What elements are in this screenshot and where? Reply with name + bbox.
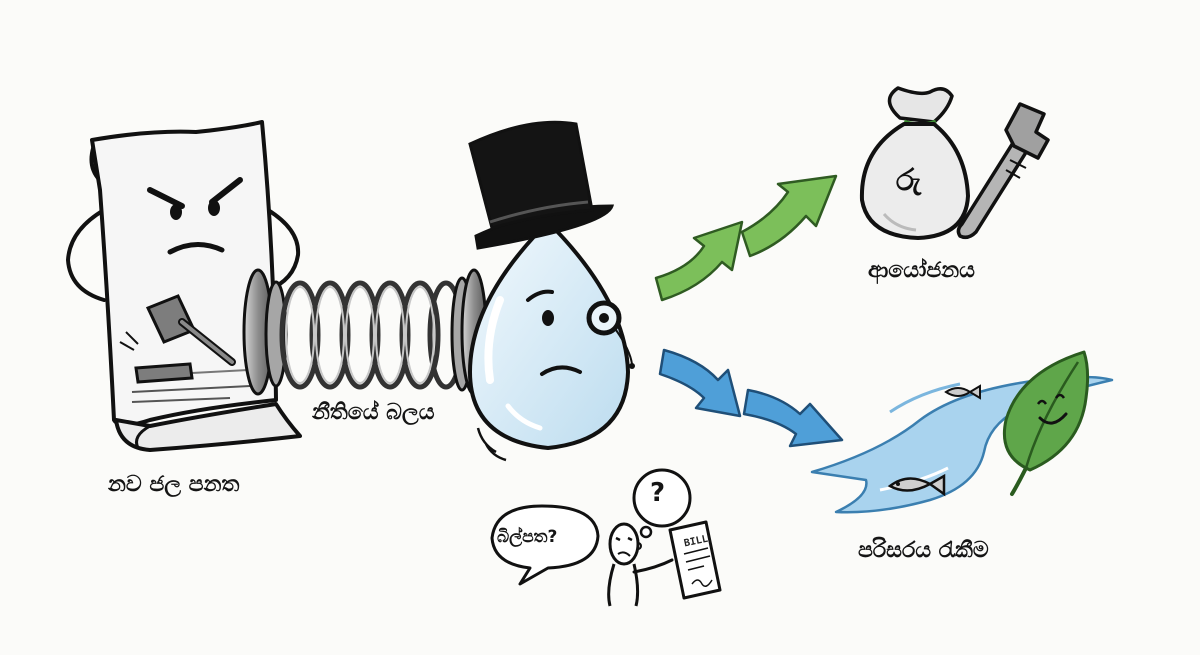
wrench-icon [956,102,1050,240]
water-drop-character-icon [467,219,631,462]
money-bag-icon [859,86,970,240]
label-new-water-policy: නව ජල පනත [108,472,240,497]
confused-person-icon [607,522,674,607]
thought-bubble-text: ? [650,478,666,508]
thought-bubble [632,468,692,550]
top-hat-icon [468,120,615,250]
money-bag-symbol: රු [896,163,922,198]
spring-icon [242,268,488,396]
speech-bubble [490,504,600,586]
blue-arrow-icon [658,348,844,448]
fish-icon [887,384,981,497]
label-force-of-law: නීතියේ බලය [312,400,435,425]
green-arrow-icon [654,174,838,302]
smiling-leaf-icon [1002,350,1090,496]
monocle-icon [586,300,635,369]
label-investment: ආයෝජනය [868,258,975,283]
label-environment-protection: පරිසරය රැකීම [858,538,989,563]
speech-bubble-text: බිල්පත? [497,527,558,547]
bill-paper-icon [668,520,722,600]
gavel-icon [119,294,236,384]
angry-scroll-icon [65,120,302,452]
